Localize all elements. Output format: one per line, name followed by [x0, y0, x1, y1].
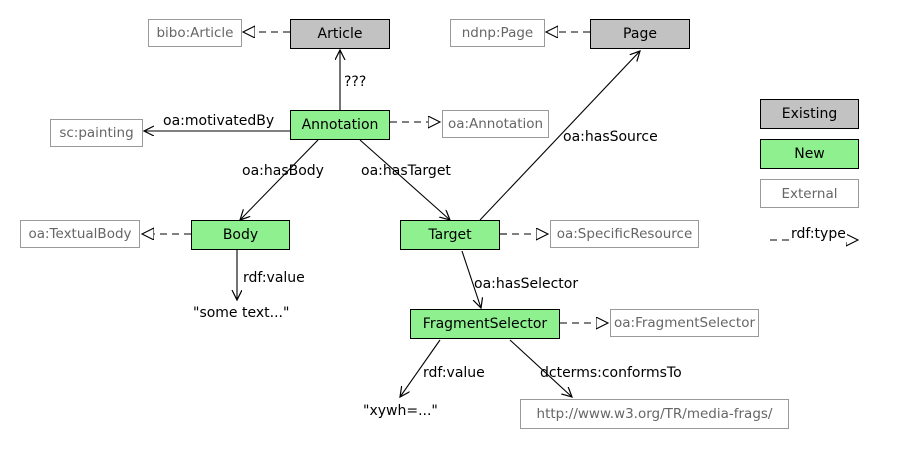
has-body-label: oa:hasBody: [242, 163, 324, 179]
edge-conforms-to: [509, 339, 572, 397]
oa-annotation-node: oa:Annotation: [442, 110, 549, 138]
legend-rdf-type-label: rdf:type: [790, 226, 847, 242]
edge-has-target: [359, 139, 450, 220]
conforms-to-label: dcterms:conformsTo: [540, 365, 682, 381]
article-node: Article: [290, 19, 390, 49]
question-label: ???: [344, 74, 367, 90]
legend-existing: Existing: [760, 99, 859, 129]
page-node: Page: [590, 19, 690, 49]
oa-specificresource-node: oa:SpecificResource: [550, 220, 699, 248]
bibo-article-node: bibo:Article: [148, 19, 242, 47]
body-value-label: rdf:value: [243, 270, 305, 286]
oa-textualbody-node: oa:TextualBody: [20, 220, 140, 248]
legend-new: New: [760, 139, 859, 169]
oa-fragmentselector-node: oa:FragmentSelector: [610, 309, 759, 337]
has-selector-label: oa:hasSelector: [474, 276, 579, 292]
media-frags-node: http://www.w3.org/TR/media-frags/: [520, 399, 789, 429]
xywh-literal: "xywh=...": [363, 403, 438, 419]
edge-selector-value: [400, 339, 441, 397]
sc-painting-node: sc:painting: [50, 119, 143, 147]
has-target-label: oa:hasTarget: [361, 163, 451, 179]
fragmentselector-node: FragmentSelector: [410, 309, 560, 339]
edge-has-body: [240, 139, 319, 220]
edge-has-selector: [461, 250, 481, 308]
target-node: Target: [400, 220, 500, 250]
selector-value-label: rdf:value: [423, 365, 485, 381]
has-source-label: oa:hasSource: [563, 129, 658, 145]
ndnp-page-node: ndnp:Page: [450, 19, 545, 47]
legend-external: External: [760, 179, 859, 208]
body-node: Body: [191, 220, 290, 250]
motivated-by-label: oa:motivatedBy: [163, 113, 275, 129]
annotation-node: Annotation: [290, 110, 390, 140]
some-text-literal: "some text...": [193, 305, 290, 321]
edge-has-source: [479, 51, 640, 221]
